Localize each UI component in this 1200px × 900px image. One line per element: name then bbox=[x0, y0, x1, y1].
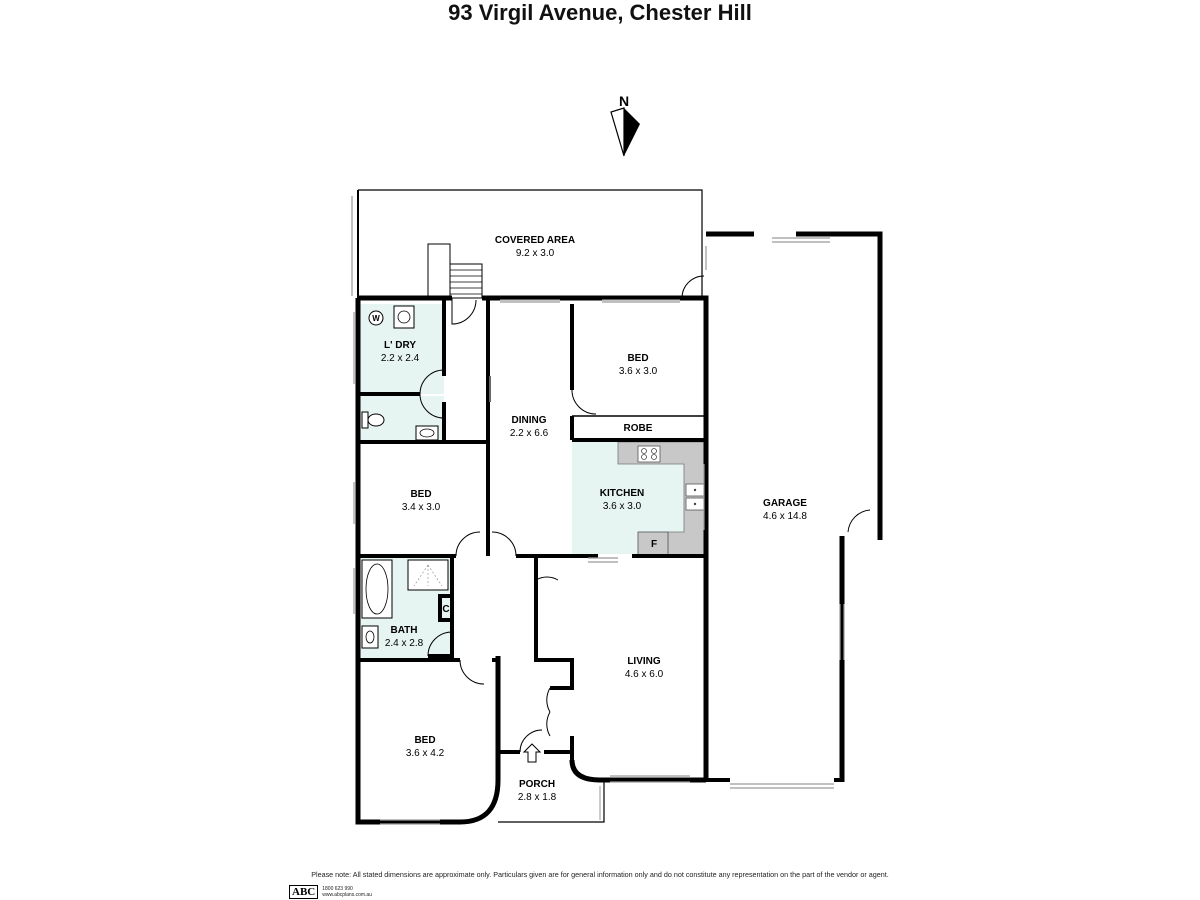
laundry-dims: 2.2 x 2.4 bbox=[381, 353, 420, 364]
garage-walls bbox=[706, 231, 883, 782]
kitchen-name: KITCHEN bbox=[600, 488, 644, 499]
entry-arrow-icon bbox=[522, 743, 542, 763]
toilet-icon bbox=[361, 411, 385, 429]
logo-contact: 1800 623 990 www.abcplans.com.au bbox=[322, 886, 372, 898]
interior-walls bbox=[358, 298, 706, 760]
bed-west-dims: 3.4 x 3.0 bbox=[402, 502, 441, 513]
garage-name: GARAGE bbox=[763, 498, 807, 509]
covered-area-outline bbox=[358, 189, 703, 296]
exterior-walls bbox=[355, 295, 709, 825]
kitchen-dims: 3.6 x 3.0 bbox=[603, 501, 642, 512]
cupboard-label: C bbox=[442, 604, 449, 615]
covered-area-dims: 9.2 x 3.0 bbox=[516, 248, 555, 259]
logo-website: www.abcplans.com.au bbox=[322, 892, 372, 898]
company-logo: ABC 1800 623 990 www.abcplans.com.au bbox=[289, 885, 372, 899]
north-arrow-icon: N bbox=[610, 93, 640, 157]
bed-west-name: BED bbox=[410, 489, 431, 500]
garage-openings bbox=[730, 237, 845, 789]
logo-phone: 1800 623 990 bbox=[322, 886, 353, 892]
porch-dims: 2.8 x 1.8 bbox=[518, 792, 557, 803]
kitchen-sink-icon bbox=[685, 483, 705, 511]
dining-dims: 2.2 x 6.6 bbox=[510, 428, 549, 439]
bathtub-icon bbox=[361, 559, 393, 619]
living-name: LIVING bbox=[627, 656, 661, 667]
bath-dims: 2.4 x 2.8 bbox=[385, 638, 424, 649]
doors bbox=[419, 275, 871, 753]
laundry-tub-icon bbox=[393, 305, 415, 329]
robe-name: ROBE bbox=[624, 423, 653, 434]
covered-area-name: COVERED AREA bbox=[495, 235, 575, 246]
back-steps bbox=[427, 243, 483, 299]
bed-south-dims: 3.6 x 4.2 bbox=[406, 748, 445, 759]
fridge-label: F bbox=[651, 539, 657, 550]
bed-south-name: BED bbox=[414, 735, 435, 746]
north-label: N bbox=[619, 93, 629, 109]
bath-basin-icon bbox=[361, 625, 379, 649]
fridge-space bbox=[637, 531, 669, 557]
disclaimer-text: Please note: All stated dimensions are a… bbox=[311, 870, 889, 879]
windows bbox=[353, 246, 707, 825]
basin-icon bbox=[415, 425, 439, 441]
bed-north-name: BED bbox=[627, 353, 648, 364]
logo-mark: ABC bbox=[289, 885, 319, 899]
dining-name: DINING bbox=[512, 415, 547, 426]
bath-name: BATH bbox=[390, 625, 417, 636]
bed-north-dims: 3.6 x 3.0 bbox=[619, 366, 658, 377]
shower-icon bbox=[407, 559, 449, 591]
living-dims: 4.6 x 6.0 bbox=[625, 669, 664, 680]
porch-outline bbox=[498, 782, 605, 823]
cooktop-icon bbox=[637, 445, 661, 463]
laundry-name: L' DRY bbox=[384, 340, 416, 351]
svg-text:W: W bbox=[372, 314, 380, 323]
porch-name: PORCH bbox=[519, 779, 555, 790]
garage-dims: 4.6 x 14.8 bbox=[763, 511, 807, 522]
washing-machine-icon: W bbox=[368, 310, 384, 326]
plan-title: 93 Virgil Avenue, Chester Hill bbox=[448, 0, 752, 25]
